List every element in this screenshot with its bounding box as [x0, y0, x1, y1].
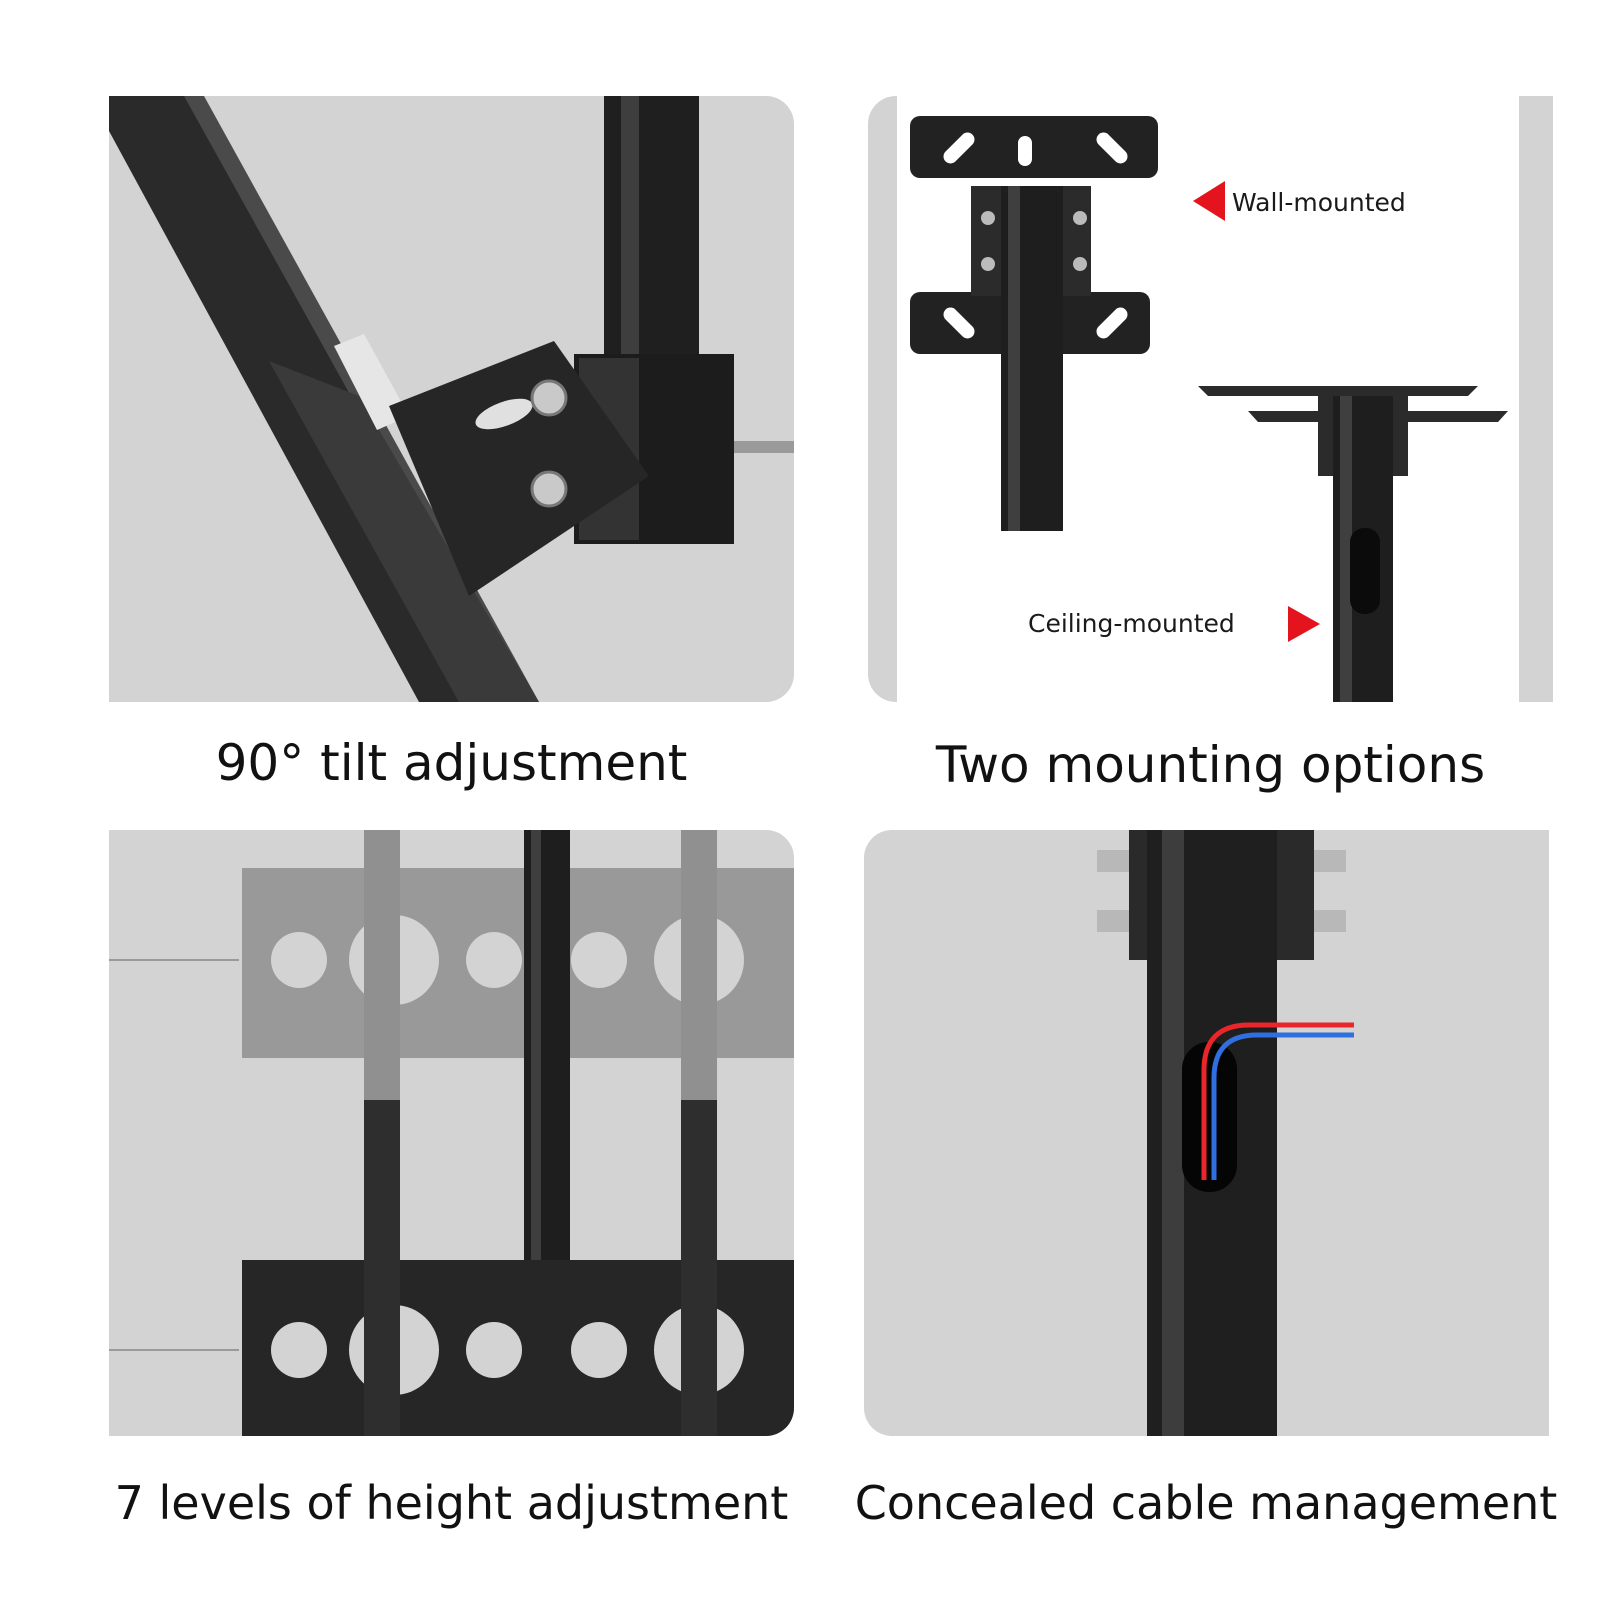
- mounting-caption: Two mounting options: [935, 736, 1486, 794]
- height-adjustment-illustration: [109, 830, 794, 1436]
- ceiling-arrow-icon: [1288, 606, 1320, 642]
- bolt-left-bottom: [1097, 910, 1129, 932]
- upper-bracket-ghost: [242, 830, 794, 1436]
- cable-management-illustration: [864, 830, 1549, 1436]
- red-cable: [1201, 1022, 1354, 1180]
- wall-mount-bracket: [910, 116, 1158, 531]
- blue-cable: [1211, 1032, 1354, 1180]
- tilt-adjustment-panel: [109, 96, 794, 702]
- hex-bolt-top: [530, 379, 568, 417]
- height-caption: 7 levels of height adjustment: [114, 1476, 789, 1530]
- bolt-right-top: [1314, 850, 1346, 872]
- tilt-slot: [475, 398, 533, 430]
- mounting-options-panel: Wall-mounted Ceiling-mounted: [868, 96, 1553, 702]
- lower-bracket: [242, 1100, 794, 1436]
- hex-bolt-bottom: [530, 470, 568, 508]
- cable-slot: [1182, 1042, 1237, 1192]
- tilt-caption: 90° tilt adjustment: [215, 734, 688, 792]
- tilt-bracket-illustration: [109, 96, 794, 702]
- ceiling-mount-bracket: [1198, 386, 1508, 702]
- wall-arrow-icon: [1193, 181, 1225, 221]
- center-pole: [524, 830, 570, 1260]
- cable-caption: Concealed cable management: [854, 1476, 1558, 1530]
- ceiling-mounted-label: Ceiling-mounted: [1028, 609, 1235, 638]
- mounting-options-illustration: Wall-mounted Ceiling-mounted: [868, 96, 1553, 702]
- tilt-plate: [389, 341, 649, 596]
- height-adjustment-panel: [109, 830, 794, 1436]
- bolt-right-bottom: [1314, 910, 1346, 932]
- cable-slot: [1350, 528, 1380, 614]
- bolt-left-top: [1097, 850, 1129, 872]
- cable-management-panel: [864, 830, 1549, 1436]
- vertical-pole: [604, 96, 699, 376]
- tilt-bolt-rod: [734, 441, 794, 453]
- wall-mounted-label: Wall-mounted: [1232, 188, 1406, 217]
